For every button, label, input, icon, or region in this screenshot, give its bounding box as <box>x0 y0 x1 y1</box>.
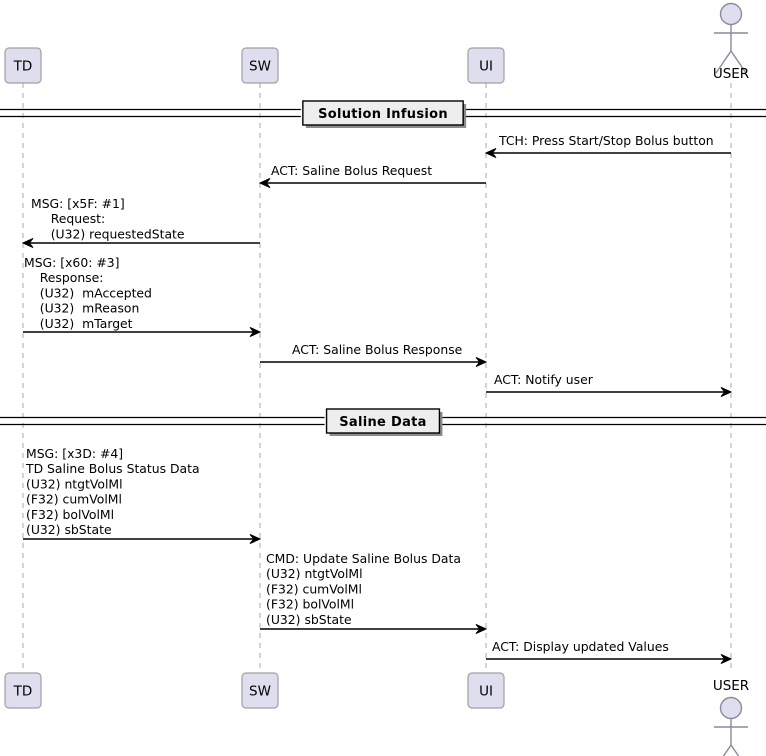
message-label: TCH: Press Start/Stop Bolus button <box>498 133 714 148</box>
participant-box-sw[interactable] <box>241 672 279 709</box>
message-label: ACT: Notify user <box>494 372 594 387</box>
actor-user-bottom[interactable]: USER <box>713 678 749 756</box>
participant-sw[interactable]: SW <box>241 47 279 84</box>
participant-box-ui[interactable] <box>467 47 505 84</box>
participant-box-td[interactable] <box>4 47 42 84</box>
msg-x60-response[interactable]: MSG: [x60: #3] Response: (U32) mAccepted… <box>23 255 262 338</box>
participant-box-td[interactable] <box>4 672 42 709</box>
participant-td[interactable]: TD <box>4 47 42 84</box>
actor-leg-right-icon <box>730 50 747 74</box>
actor-leg-right-icon <box>730 744 740 756</box>
msg-tch-press-start-stop[interactable]: TCH: Press Start/Stop Bolus button <box>484 133 731 159</box>
participant-label-sw: SW <box>249 684 271 700</box>
divider-saline-data: Saline Data <box>0 407 766 436</box>
msg-x3d-saline-bolus-status[interactable]: MSG: [x3D: #4]TD Saline Bolus Status Dat… <box>23 446 262 545</box>
divider-label-box <box>302 100 464 126</box>
message-label: ACT: Saline Bolus Response <box>292 342 462 357</box>
message-arrowhead <box>484 147 497 159</box>
divider-label: Solution Infusion <box>318 107 448 122</box>
participant-ui[interactable]: UI <box>467 47 505 84</box>
actor-leg-left-icon <box>715 50 732 74</box>
participant-label-ui: UI <box>479 684 493 700</box>
msg-act-display-updated-values[interactable]: ACT: Display updated Values <box>486 639 733 665</box>
participant-label-sw: SW <box>249 59 271 75</box>
message-arrowhead <box>258 177 271 189</box>
msg-act-saline-bolus-request[interactable]: ACT: Saline Bolus Request <box>258 163 486 189</box>
actor-label-user: USER <box>713 678 749 694</box>
message-arrowhead <box>249 533 262 545</box>
message-label: MSG: [x3D: #4]TD Saline Bolus Status Dat… <box>25 446 200 537</box>
actor-leg-left-icon <box>722 744 732 756</box>
participant-box-sw[interactable] <box>241 47 279 84</box>
message-label: MSG: [x5F: #1] Request: (U32) requestedS… <box>31 196 185 241</box>
message-arrowhead <box>720 653 733 665</box>
participant-sw[interactable]: SW <box>241 672 279 709</box>
message-arrowhead <box>249 326 262 338</box>
actor-head-icon <box>719 2 743 26</box>
msg-x5f-request[interactable]: MSG: [x5F: #1] Request: (U32) requestedS… <box>21 196 260 249</box>
message-label: MSG: [x60: #3] Response: (U32) mAccepted… <box>24 255 152 331</box>
message-label: CMD: Update Saline Bolus Data(U32) ntgtV… <box>266 551 461 627</box>
participant-box-ui[interactable] <box>467 672 505 709</box>
actor-label-user: USER <box>713 66 749 82</box>
message-arrowhead <box>720 386 733 398</box>
message-arrowhead <box>475 623 488 635</box>
participant-label-td: TD <box>13 684 33 700</box>
divider-solution-infusion: Solution Infusion <box>0 99 766 128</box>
participant-label-ui: UI <box>479 59 493 75</box>
message-arrowhead <box>21 237 34 249</box>
divider-label: Saline Data <box>339 415 427 430</box>
message-label: ACT: Saline Bolus Request <box>271 163 432 178</box>
participant-td[interactable]: TD <box>4 672 42 709</box>
actor-user-top[interactable]: USER <box>713 2 749 83</box>
participant-ui[interactable]: UI <box>467 672 505 709</box>
message-arrowhead <box>475 356 488 368</box>
divider-label-box <box>325 408 441 434</box>
actor-head-icon <box>719 696 743 720</box>
msg-act-saline-bolus-response[interactable]: ACT: Saline Bolus Response <box>260 342 488 368</box>
participant-label-td: TD <box>13 59 33 75</box>
msg-cmd-update-saline-bolus-data[interactable]: CMD: Update Saline Bolus Data(U32) ntgtV… <box>260 551 488 635</box>
msg-act-notify-user[interactable]: ACT: Notify user <box>486 372 733 398</box>
message-label: ACT: Display updated Values <box>492 639 669 654</box>
